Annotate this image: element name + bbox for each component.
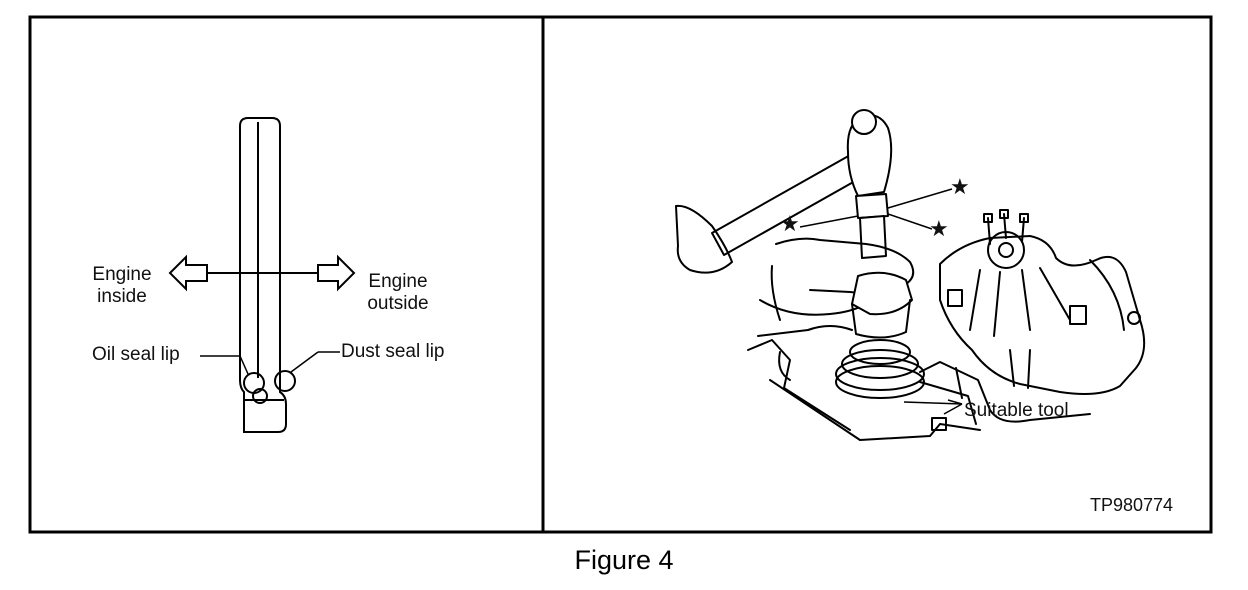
star-mark-1: ★ <box>780 211 800 236</box>
arrow-right-icon <box>317 254 356 292</box>
oil-seal-lip-label: Oil seal lip <box>92 344 180 365</box>
engine-outside-label: Engine outside <box>356 271 440 315</box>
star-mark-2: ★ <box>950 174 970 199</box>
star-leaders <box>799 188 963 415</box>
engine-outside-line1: Engine <box>368 271 428 292</box>
engine-inside-line2: inside <box>97 286 147 307</box>
star-mark-3: ★ <box>929 216 949 241</box>
figure-code: TP980774 <box>1090 495 1174 515</box>
figure-caption: Figure 4 <box>574 545 674 575</box>
dust-seal-lip-circle <box>274 370 296 392</box>
suitable-tool-label: Suitable tool <box>964 400 1069 421</box>
seal-cross-section <box>239 117 287 433</box>
engine-outside-line2: outside <box>367 293 429 314</box>
engine-inside-line1: Engine <box>92 264 152 285</box>
outer-frame <box>28 15 1213 534</box>
engine-inside-label: Engine inside <box>82 264 162 308</box>
arrow-left-icon <box>168 254 208 292</box>
dust-seal-lip-label: Dust seal lip <box>341 341 445 362</box>
installation-illustration <box>675 109 1146 441</box>
